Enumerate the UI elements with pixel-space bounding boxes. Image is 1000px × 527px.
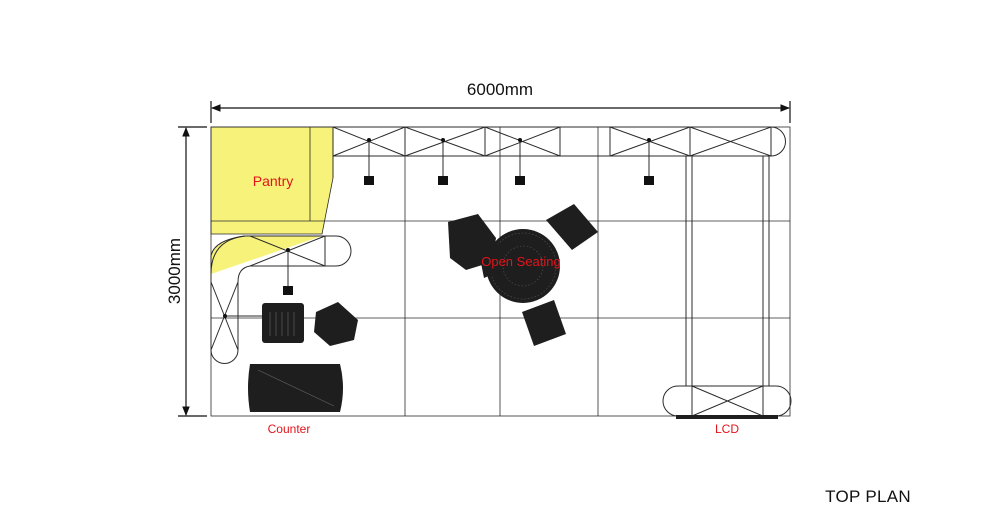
round-table [486,229,560,303]
drawing-title: TOP PLAN [825,487,911,506]
depth-dimension [178,126,207,417]
lcd-label: LCD [715,422,739,436]
right-truss [685,156,770,386]
width-dimension [210,101,791,123]
lcd-truss [662,385,792,417]
depth-label: 3000mm [165,238,184,304]
width-label: 6000mm [467,80,533,99]
counter-label: Counter [268,422,311,436]
open-seating-label: Open Seating [481,254,561,269]
pantry-label: Pantry [253,173,293,189]
counter-furniture [248,302,358,412]
pantry-counter-curve [210,235,322,274]
lcd-screen [676,415,778,419]
top-truss [332,126,786,157]
spotlight-heads [223,138,654,318]
lounge-chairs [448,204,598,346]
